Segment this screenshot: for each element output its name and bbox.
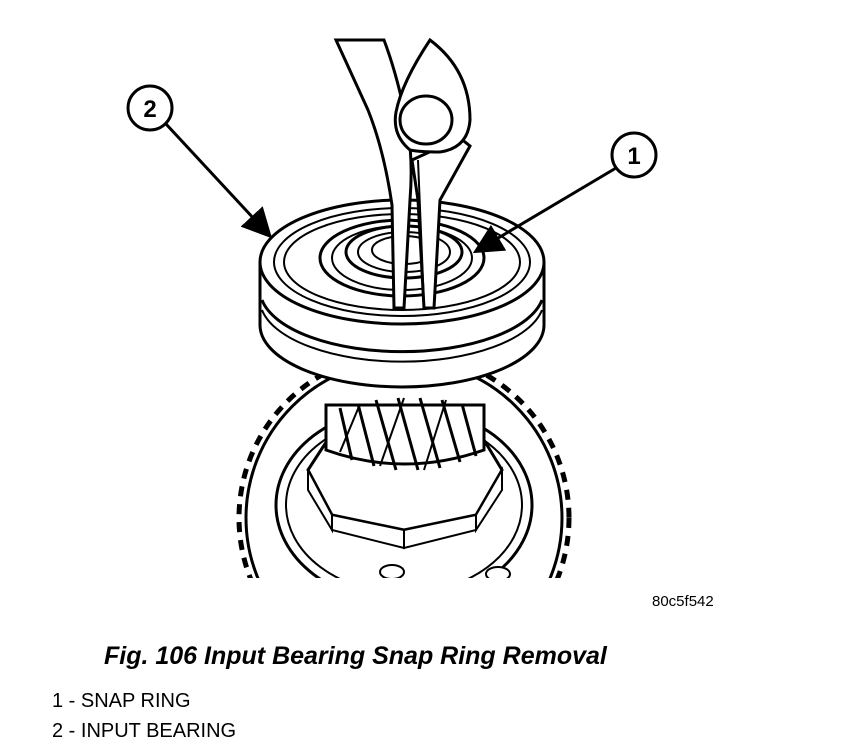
legend-number: 1 xyxy=(52,690,64,712)
figure-id: 80c5f542 xyxy=(652,593,714,610)
legend-label: - SNAP RING xyxy=(63,690,191,712)
input-shaft xyxy=(324,397,486,471)
legend-number: 2 xyxy=(52,720,64,742)
illustration: 2 1 xyxy=(126,37,658,578)
callout-number-1: 1 xyxy=(627,143,640,170)
gear-assembly xyxy=(236,350,572,578)
legend-item: 1 - SNAP RING xyxy=(52,686,236,716)
snap-ring-pliers xyxy=(333,37,472,310)
callout-circle-2 xyxy=(126,84,174,132)
callout-number-2: 2 xyxy=(143,96,156,123)
callout-2: 2 xyxy=(126,84,273,239)
legend: 1 - SNAP RING 2 - INPUT BEARING xyxy=(52,686,236,746)
figure-caption: Fig. 106 Input Bearing Snap Ring Removal xyxy=(104,642,607,670)
legend-label: - INPUT BEARING xyxy=(63,720,237,742)
leader-line-2 xyxy=(164,122,273,239)
callout-circle-1 xyxy=(610,131,658,179)
legend-item: 2 - INPUT BEARING xyxy=(52,716,236,746)
callout-1: 1 xyxy=(472,131,658,254)
leader-line-1 xyxy=(472,166,617,254)
